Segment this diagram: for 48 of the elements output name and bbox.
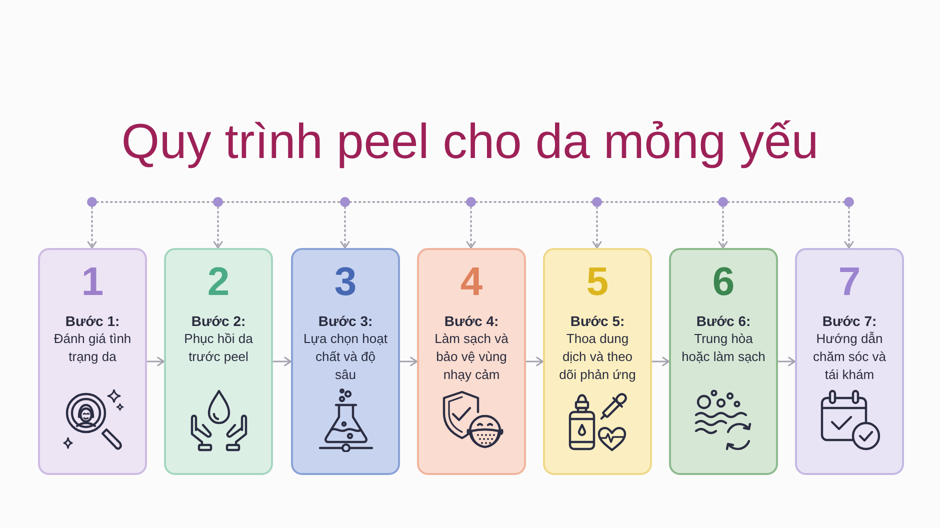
dotted-arrow	[87, 206, 97, 249]
dotted-arrow	[213, 206, 223, 249]
dotted-line	[727, 201, 845, 203]
step-heading: Bước 1:	[65, 312, 120, 330]
step-heading: Bước 6:	[696, 312, 751, 330]
dotted-line	[601, 201, 719, 203]
step-description: Làm sạch và bảo vệ vùng nhạy cảm	[434, 330, 510, 384]
step-card	[417, 248, 526, 475]
step-card	[164, 248, 273, 475]
dotted-arrow	[340, 206, 350, 249]
dotted-line	[96, 201, 214, 203]
step-number: 3	[334, 260, 357, 304]
step-description: Trung hòa hoặc làm sạch	[682, 330, 766, 366]
step-number: 5	[586, 260, 609, 304]
step-description: Hướng dẫn chăm sóc và tái khám	[812, 330, 887, 384]
step-card	[38, 248, 147, 475]
step-card	[543, 248, 652, 475]
step-description: Thoa dung dịch và theo dõi phản ứng	[558, 330, 637, 384]
step-number: 4	[460, 260, 483, 304]
step-description: Đánh giá tình trạng da	[52, 330, 132, 366]
dotted-arrow	[466, 206, 476, 249]
step-card	[795, 248, 904, 475]
step-number: 1	[81, 260, 104, 304]
step-heading: Bước 3:	[318, 312, 373, 330]
step-card	[669, 248, 778, 475]
dotted-arrow	[844, 206, 854, 249]
step-description: Lựa chọn hoạt chất và độ sâu	[304, 330, 388, 384]
dotted-line	[475, 201, 593, 203]
step-card	[291, 248, 400, 475]
step-number: 2	[207, 260, 230, 304]
step-heading: Bước 5:	[570, 312, 625, 330]
arrow	[147, 356, 164, 366]
step-heading: Bước 4:	[444, 312, 499, 330]
dotted-arrow	[592, 206, 602, 249]
step-heading: Bước 2:	[191, 312, 246, 330]
arrow	[400, 356, 418, 366]
arrow	[273, 356, 292, 366]
arrow	[778, 356, 796, 366]
dotted-line	[349, 201, 467, 203]
step-number: 6	[712, 260, 735, 304]
step-description: Phục hồi da trước peel	[183, 330, 254, 366]
arrow	[652, 356, 670, 366]
title: Quy trình peel cho da mỏng yếu	[120, 114, 820, 171]
arrow	[526, 356, 544, 366]
dotted-line	[222, 201, 341, 203]
step-number: 7	[838, 260, 861, 304]
step-heading: Bước 7:	[822, 312, 877, 330]
dotted-arrow	[718, 206, 728, 249]
